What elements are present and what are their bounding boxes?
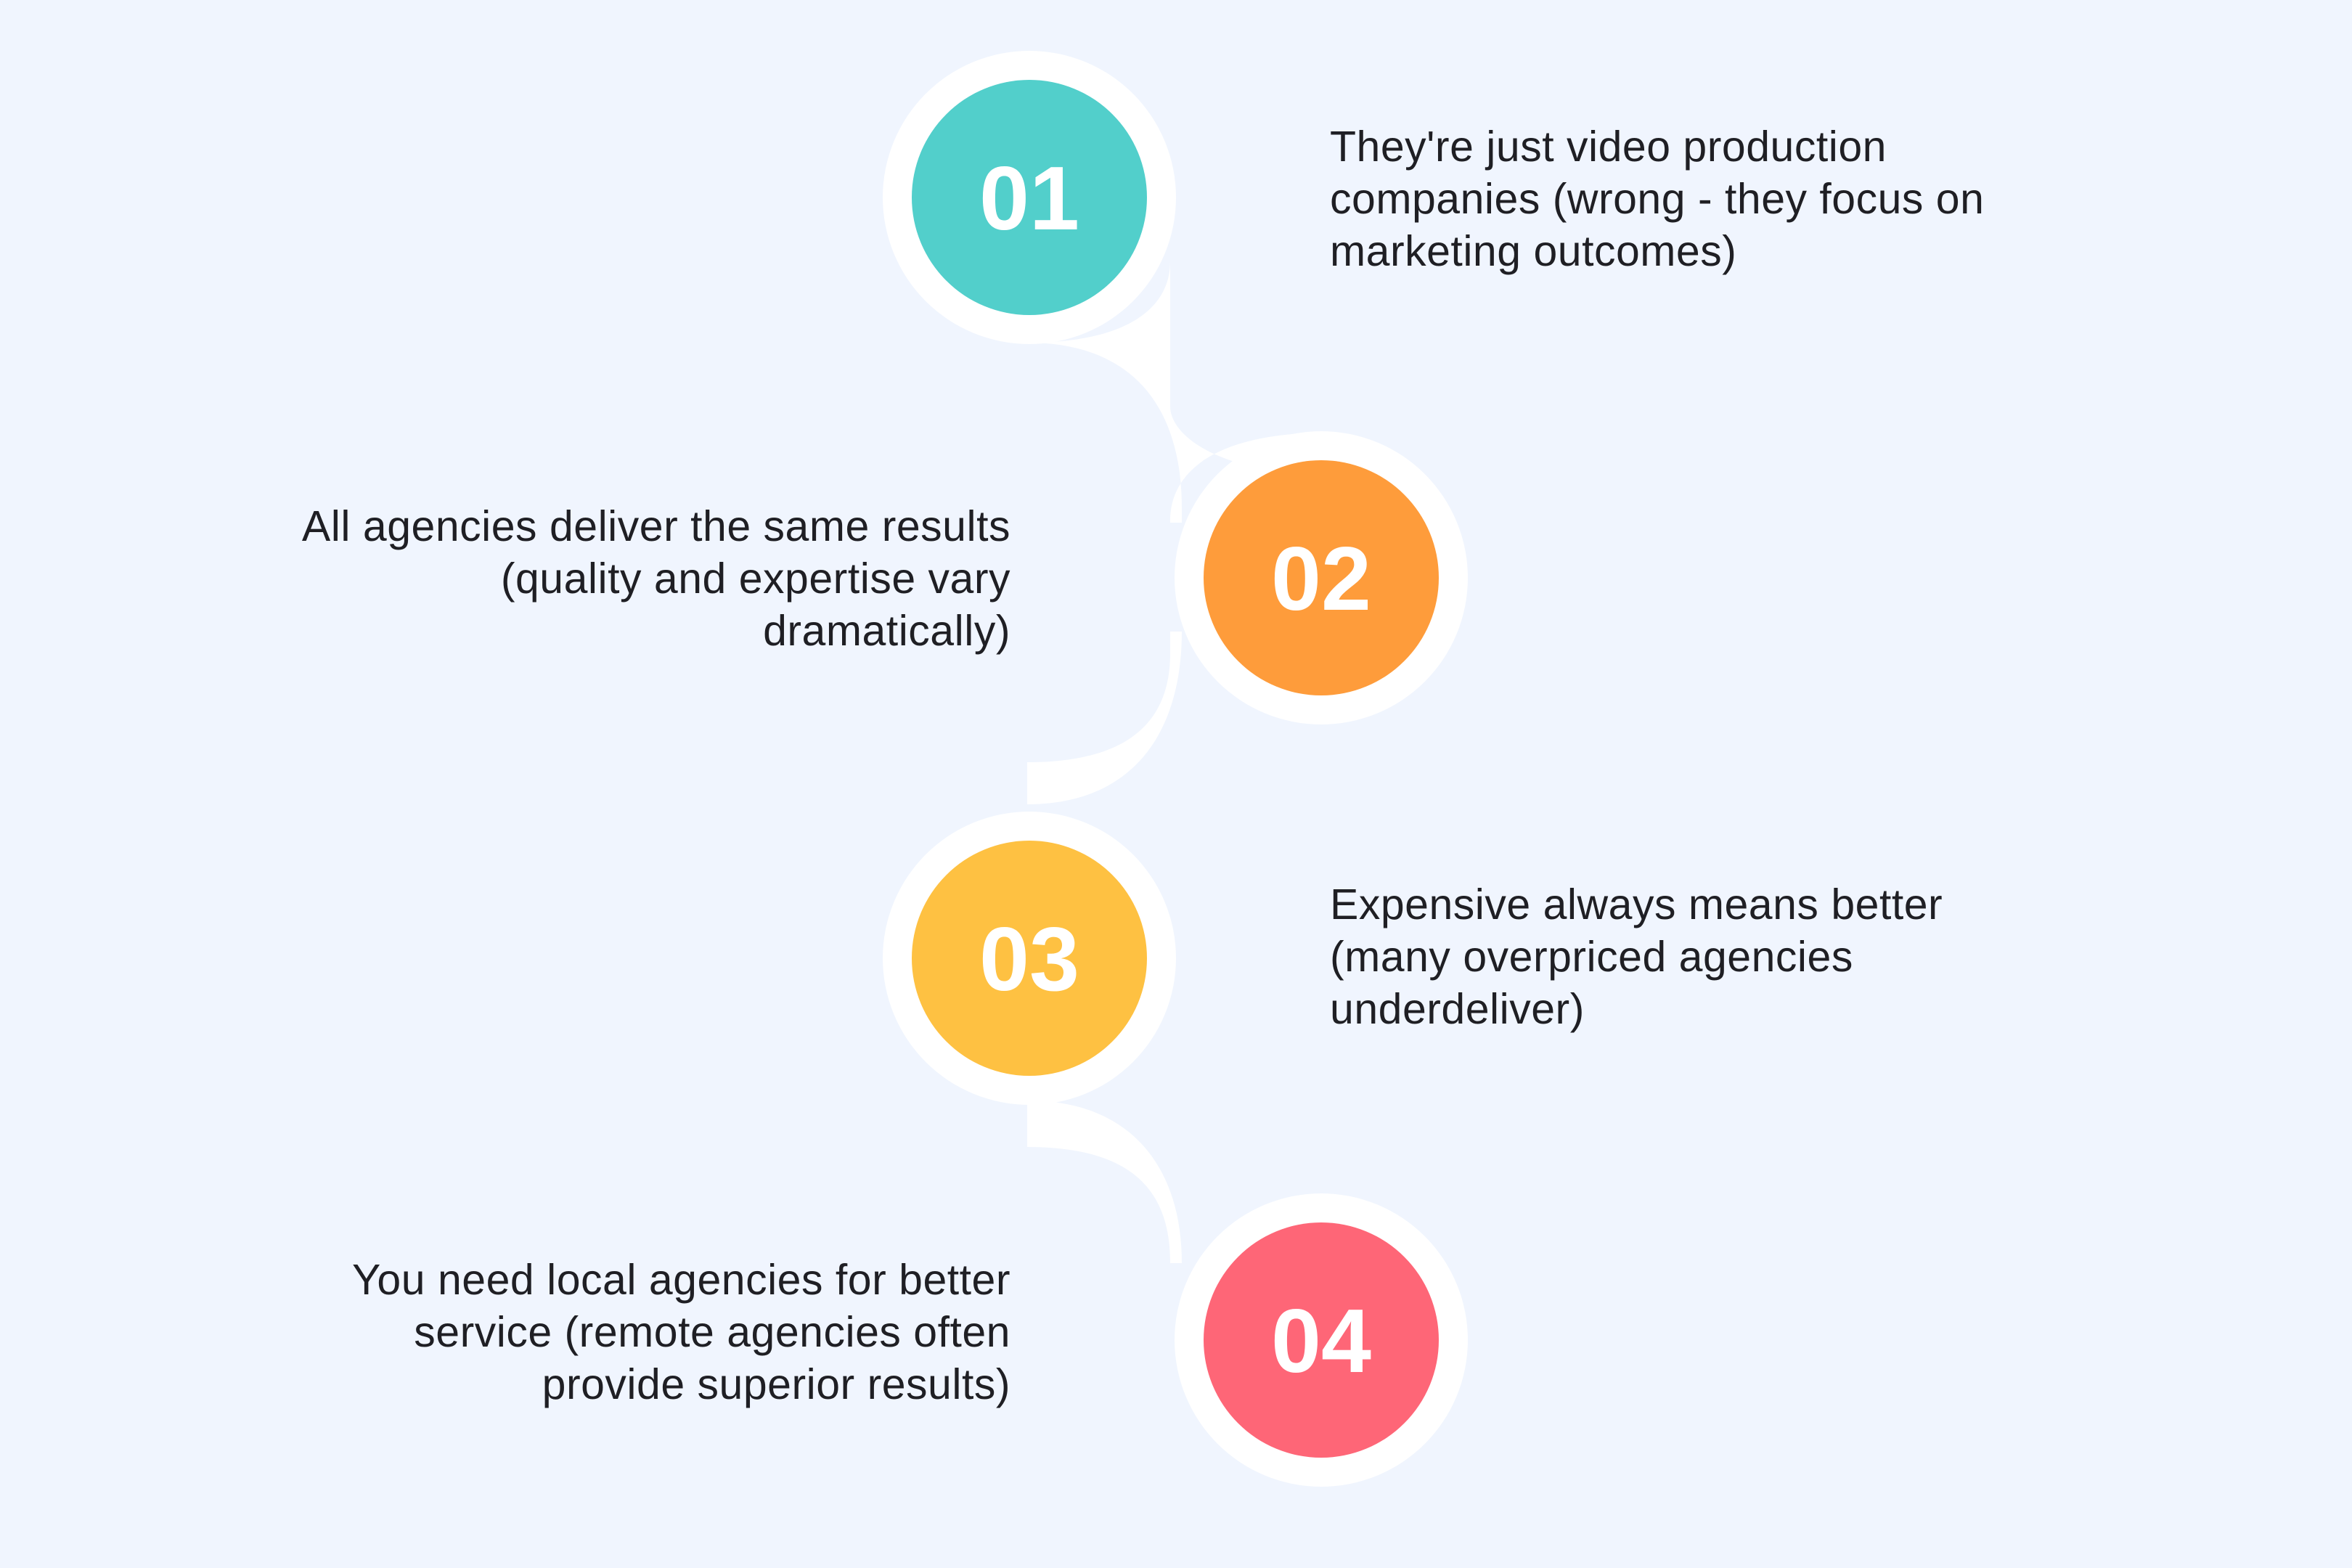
step-2-line-3: dramatically) bbox=[763, 607, 1010, 655]
step-3-line-1: Expensive always means better bbox=[1330, 881, 1943, 928]
connector-curve-2-3 bbox=[1027, 632, 1182, 804]
step-4-line-1: You need local agencies for better bbox=[351, 1256, 1010, 1304]
step-1-number: 01 bbox=[979, 149, 1079, 249]
step-3-node: 03 bbox=[883, 812, 1176, 1105]
step-1-node: 01 bbox=[883, 51, 1176, 344]
step-2-number: 02 bbox=[1271, 529, 1371, 629]
step-1-text: They're just video production companies … bbox=[1330, 121, 1984, 277]
step-4-node: 04 bbox=[1175, 1193, 1468, 1487]
connector-curve-3-4 bbox=[1027, 1101, 1182, 1263]
step-1-circle bbox=[912, 80, 1147, 315]
step-3-line-3: underdeliver) bbox=[1330, 985, 1585, 1033]
step-1-line-2: companies (wrong - they focus on bbox=[1330, 175, 1985, 223]
step-4-circle bbox=[1204, 1222, 1439, 1458]
step-2-line-1: All agencies deliver the same results bbox=[301, 502, 1010, 550]
step-3-line-2: (many overpriced agencies bbox=[1330, 933, 1853, 981]
step-1-line-3: marketing outcomes) bbox=[1330, 227, 1737, 275]
step-4-line-3: provide superior results) bbox=[542, 1360, 1010, 1408]
step-2-circle bbox=[1204, 460, 1439, 695]
step-3-text: Expensive always means better (many over… bbox=[1330, 878, 1943, 1035]
step-3-circle bbox=[912, 841, 1147, 1076]
step-2-text: All agencies deliver the same results (q… bbox=[302, 500, 1010, 657]
step-4-text: You need local agencies for better servi… bbox=[352, 1254, 1010, 1410]
step-3-number: 03 bbox=[979, 910, 1079, 1010]
step-2-node: 02 bbox=[1175, 431, 1468, 724]
step-4-line-2: service (remote agencies often bbox=[414, 1308, 1010, 1356]
step-1-line-1: They're just video production bbox=[1330, 123, 1887, 171]
timeline-nodes: 01 02 03 04 bbox=[883, 51, 1468, 1487]
timeline-connector bbox=[1027, 261, 1321, 1263]
step-2-line-2: (quality and expertise vary bbox=[500, 555, 1010, 603]
step-4-number: 04 bbox=[1271, 1291, 1371, 1392]
